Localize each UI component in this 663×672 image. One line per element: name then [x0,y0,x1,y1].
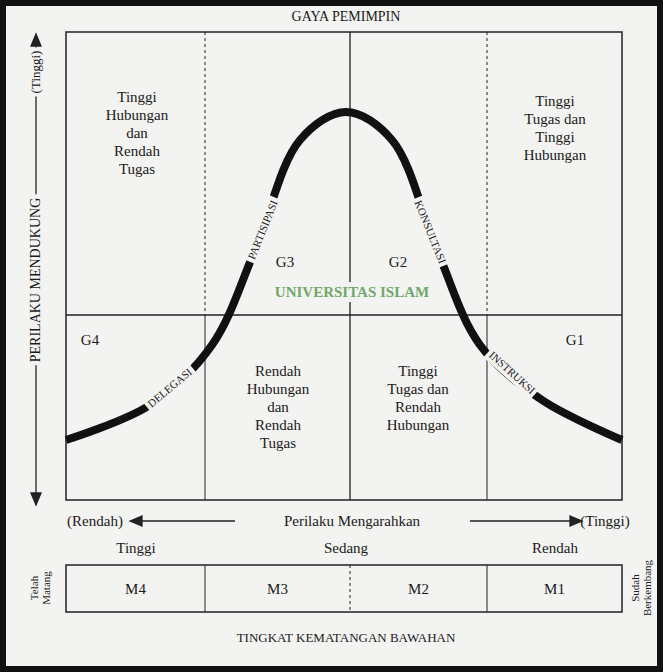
cell-text: Rendah Hubungan dan Rendah Tugas [243,362,313,452]
maturity-cell: M4 [66,565,205,612]
grid-line [487,32,488,315]
maturity-bar [66,565,622,612]
watermark: UNIVERSITAS ISLAM [272,282,432,302]
cell-text: M2 [408,580,429,598]
style-label: DELEGASI [142,363,198,413]
grid-line [205,315,206,500]
quadrant-cell: Rendah Hubungan dan Rendah Tugas [243,362,313,452]
maturity-level: Tinggi [116,539,155,557]
bar-title: TINGKAT KEMATANGAN BAWAHAN [237,630,456,646]
grid-line [205,32,206,315]
quadrant-cell: Tinggi Hubungan dan Rendah Tugas [102,88,172,178]
quadrant-cell: Tinggi Tugas dan Tinggi Hubungan [518,92,592,164]
style-code: G3 [276,253,294,271]
arrow-head [570,516,582,526]
style-label: INSTRUKSI [483,346,540,400]
axis-title: Perilaku Mengarahkan [284,512,420,530]
bar-divider [487,565,488,612]
cell-text: M1 [544,580,565,598]
arrow-head [31,493,41,505]
style-code: G2 [389,253,407,271]
maturity-level: Sedang [324,539,368,557]
cell-text: Tinggi Tugas dan Tinggi Hubungan [518,92,592,164]
grid-line [66,314,622,316]
bar-border [66,565,622,612]
maturity-cell: M2 [350,565,487,612]
side-note: Telah Matang [28,566,52,610]
style-code: G1 [566,331,584,349]
arrow-head [31,34,41,46]
cell-text: Tinggi Hubungan dan Rendah Tugas [102,88,172,178]
axis-end-label: (Tinggi) [580,512,629,530]
x-axis [140,520,235,521]
maturity-cell: M1 [487,565,622,612]
side-note: Sudah Berkembang [629,553,653,623]
grid-line [349,32,350,500]
axis-end-label: (Tinggi) [27,48,45,97]
bar-divider [350,565,351,612]
cell-text: M4 [125,580,146,598]
maturity-cell: M3 [205,565,350,612]
frame [3,3,660,669]
x-axis [470,520,572,521]
grid-border [66,32,622,500]
grid-line [487,315,488,500]
axis-end-label: (Rendah) [67,512,123,530]
quadrant-cell: Tinggi Tugas dan Rendah Hubungan [381,362,455,434]
cell-text: Tinggi Tugas dan Rendah Hubungan [381,362,455,434]
bar-divider [205,565,206,612]
axes [31,34,582,526]
grid [66,32,622,500]
maturity-level: Rendah [532,539,578,557]
style-code: G4 [81,331,99,349]
cell-text: M3 [267,580,288,598]
diagram-title: GAYA PEMIMPIN [292,9,401,26]
axis-title: PERILAKU MENDUKUNG [27,195,46,366]
arrow-head [130,516,142,526]
style-label: KONSULTASI [409,195,450,269]
